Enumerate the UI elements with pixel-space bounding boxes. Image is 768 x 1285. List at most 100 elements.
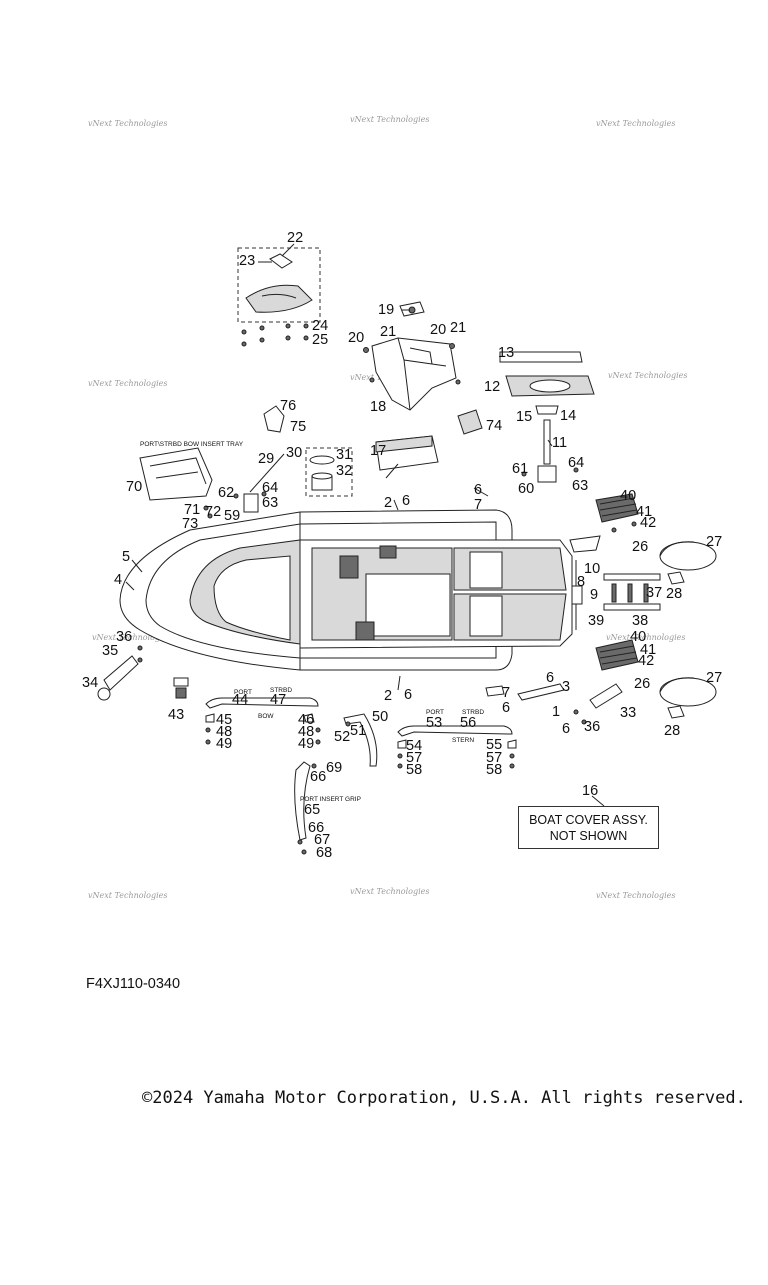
callout: 7: [502, 685, 510, 701]
callout: 27: [706, 670, 722, 686]
watermark: vNext Technologies: [88, 119, 167, 128]
callout: 50: [372, 709, 388, 725]
part-70-tray: [139, 447, 213, 501]
callout: 6: [402, 493, 410, 509]
callout: 26: [632, 539, 648, 555]
note-line: BOAT COVER ASSY.: [529, 813, 648, 827]
figure-code: F4XJ110-0340: [86, 976, 181, 992]
callout: 66: [308, 820, 324, 836]
callout: 49: [298, 736, 314, 752]
hull-assembly: [119, 509, 577, 671]
callout: 58: [406, 762, 422, 778]
note-box: BOAT COVER ASSY. NOT SHOWN: [518, 806, 659, 849]
callout: 28: [666, 586, 682, 602]
watermark: vNext Technologies: [606, 633, 685, 642]
callout: 73: [182, 516, 198, 532]
part-50-grab-rail: [343, 713, 378, 767]
callout: 10: [584, 561, 600, 577]
part-37-ladder: [571, 573, 661, 611]
callout: 4: [114, 572, 122, 588]
callout: 30: [286, 445, 302, 461]
callout: 44: [232, 692, 248, 708]
watermark: vNext Technologies: [92, 633, 171, 642]
callout: 20: [430, 322, 446, 338]
callout: 11: [552, 435, 567, 451]
callout: 24: [312, 318, 328, 334]
callout: 21: [380, 324, 396, 340]
callout: 63: [262, 495, 278, 511]
callout: 8: [577, 574, 585, 590]
part-44-bow-rail: [205, 697, 321, 745]
callout: 33: [620, 705, 636, 721]
port-label-bow: PORT: [234, 689, 252, 696]
callout: 62: [218, 485, 234, 501]
callout: 46: [298, 712, 314, 728]
callout: 61: [512, 461, 528, 477]
callout: 71: [184, 502, 200, 518]
part-40-step-upper: [569, 493, 639, 553]
callout: 19: [378, 302, 394, 318]
callout: 41: [640, 642, 656, 658]
callout: 42: [638, 653, 654, 669]
part-27-cover-lower: [659, 677, 717, 719]
callout: 58: [486, 762, 502, 778]
watermark: vNext Technologies: [88, 891, 167, 900]
part-3-strake: [485, 683, 623, 725]
callout: 32: [336, 463, 352, 479]
callout: 15: [516, 409, 532, 425]
callout: 48: [216, 724, 232, 740]
callout: 12: [484, 379, 500, 395]
part-27-cover-upper: [659, 541, 717, 585]
strbd-label-bow: STRBD: [270, 687, 292, 694]
callout: 25: [312, 332, 328, 348]
callout: 64: [568, 455, 584, 471]
callout: 28: [664, 723, 680, 739]
part-65-insert-grip: [294, 761, 317, 855]
callout: 60: [518, 481, 534, 497]
callout: 65: [304, 802, 320, 818]
callout: 7: [474, 497, 482, 513]
callout: 29: [258, 451, 274, 467]
part-22-pad-group: [237, 247, 321, 347]
callout: 41: [636, 504, 652, 520]
callout: 31: [336, 447, 352, 463]
part-43-clip: [173, 677, 189, 699]
callout: 23: [239, 253, 255, 269]
note-line: NOT SHOWN: [549, 829, 628, 843]
watermark: vNext Technologies: [596, 891, 675, 900]
callout: 56: [460, 715, 476, 731]
callout: 40: [630, 629, 646, 645]
callout: 75: [290, 419, 306, 435]
watermark: vNext Technologies: [596, 119, 675, 128]
callout: 68: [316, 845, 332, 861]
port-label-stern: PORT: [426, 709, 444, 716]
callout: 48: [298, 724, 314, 740]
part-40-step-lower: [595, 639, 639, 671]
stern-label: STERN: [452, 737, 474, 744]
callout: 63: [572, 478, 588, 494]
callout: 20: [348, 330, 364, 346]
strbd-label-stern: STRBD: [462, 709, 484, 716]
watermark: vNext Technologies: [608, 371, 687, 380]
callout: 47: [270, 692, 286, 708]
callout: 6: [502, 700, 510, 716]
callout: 70: [126, 479, 142, 495]
callout: 57: [486, 750, 502, 766]
callout: 54: [406, 738, 422, 754]
callout: 34: [82, 675, 98, 691]
watermark: vNext Technologies: [350, 115, 429, 124]
callout: 76: [280, 398, 296, 414]
callout-numbers: 22 23 24 25 19 20 21 20 21 18 13 12 15 1…: [82, 230, 722, 861]
callout: 6: [404, 687, 412, 703]
bow-label: BOW: [258, 713, 274, 720]
callout: 59: [224, 508, 240, 524]
copyright-notice: ©2024 Yamaha Motor Corporation, U.S.A. A…: [142, 1088, 746, 1108]
callout: 45: [216, 712, 232, 728]
callout: 36: [116, 629, 132, 645]
part-34-cleat: [97, 645, 143, 701]
callout: 17: [370, 443, 386, 459]
callout: 26: [634, 676, 650, 692]
callout: 27: [706, 534, 722, 550]
callout: 2: [384, 688, 392, 704]
